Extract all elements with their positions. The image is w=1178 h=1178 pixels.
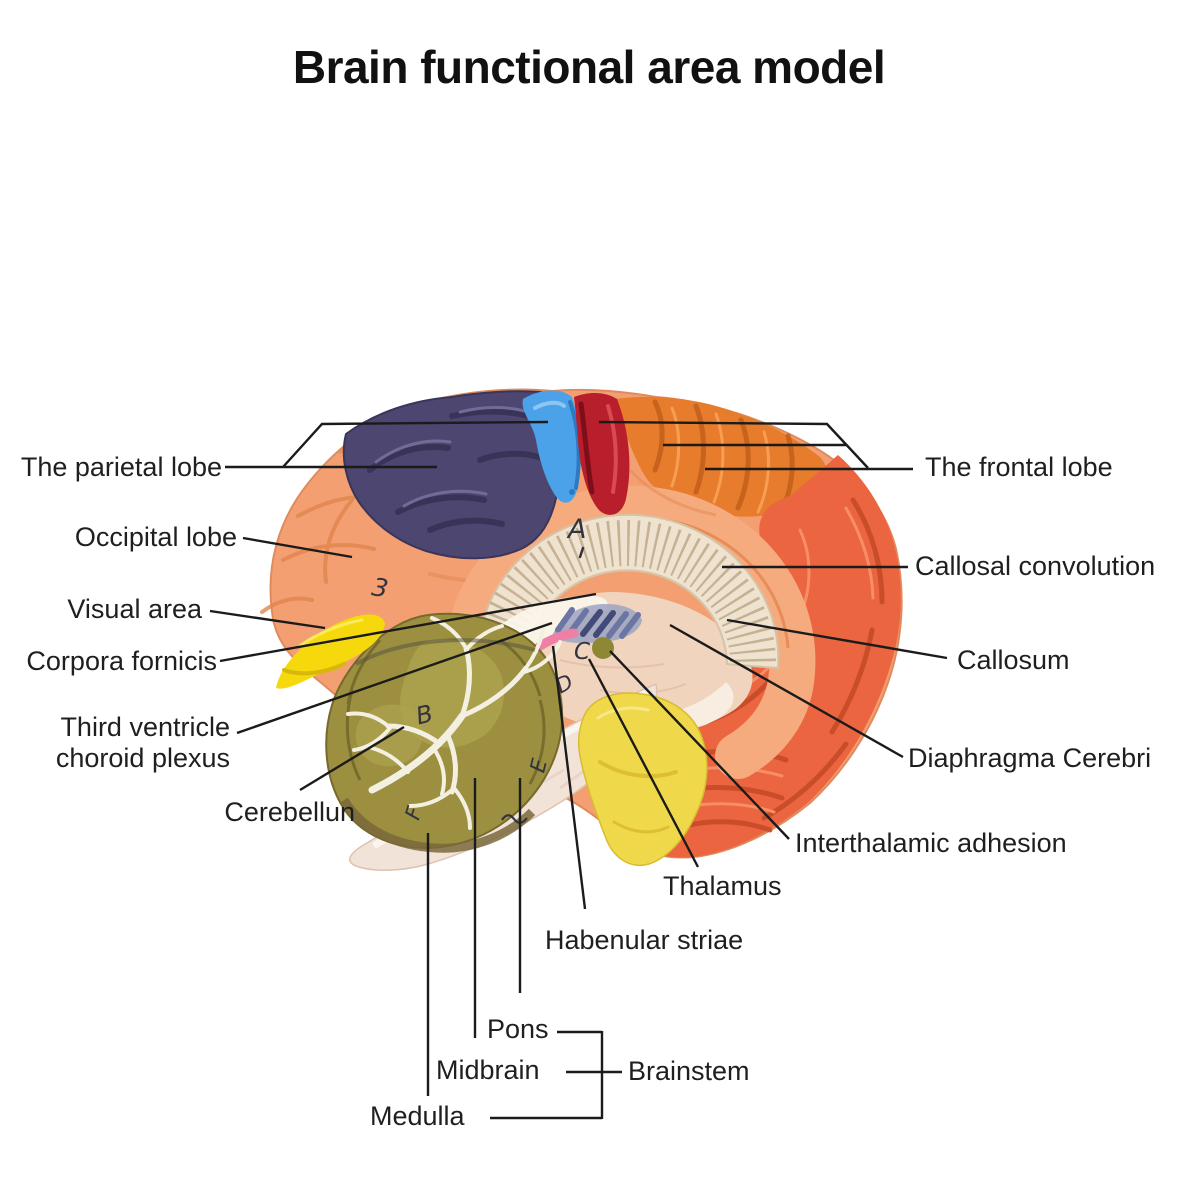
cerebellum-shadow	[340, 797, 536, 853]
blue-strip-tip	[569, 489, 575, 495]
label-third-ventricle-line2: choroid plexus	[55, 742, 230, 773]
frontal-bracket-line	[598, 420, 869, 469]
parietal-lobe-region	[342, 390, 561, 560]
label-third-ventricle: Third ventricle choroid plexus	[0, 712, 230, 774]
blue-strip-shade	[568, 400, 581, 490]
model-letter-a: A	[566, 514, 586, 545]
cerebellum-crevice	[355, 638, 536, 666]
model-letter-3: 3	[370, 572, 391, 603]
label-thalamus: Thalamus	[663, 871, 782, 901]
label-medulla: Medulla	[370, 1101, 465, 1131]
visual-area-line	[209, 609, 326, 630]
label-occipital-lobe: Occipital lobe	[74, 522, 237, 552]
visual-area-region	[276, 614, 385, 689]
model-squiggle-mark	[501, 814, 528, 824]
cerebellum-folia	[345, 638, 546, 785]
cerebellum-line	[299, 725, 405, 792]
arbor-vitae-tree	[346, 616, 562, 830]
blue-strip-highlight	[533, 400, 566, 410]
label-midbrain: Midbrain	[436, 1055, 540, 1085]
interthalamic-line	[609, 650, 790, 840]
label-cerebellum: Cerebellun	[224, 797, 355, 827]
label-parietal-lobe: The parietal lobe	[20, 452, 222, 482]
diagram-title: Brain functional area model	[292, 41, 886, 93]
label-callosum: Callosum	[957, 645, 1070, 675]
thalamus-line	[587, 658, 700, 868]
leader-lines	[209, 420, 948, 1120]
visual-area-highlight	[298, 618, 364, 648]
callosum-striations	[477, 520, 777, 665]
pons-shading	[596, 706, 678, 834]
label-brainstem: Brainstem	[628, 1056, 750, 1086]
frontal-orange-region	[615, 396, 828, 517]
label-pons: Pons	[487, 1014, 549, 1044]
brain-model-art: A 3 B C D E F	[260, 388, 903, 872]
label-interthalamic-adhesion: Interthalamic adhesion	[795, 828, 1067, 858]
parietal-sulci	[367, 408, 545, 533]
occipital-line	[242, 536, 353, 559]
label-callosal-convolution: Callosal convolution	[915, 551, 1156, 581]
label-diaphragma-cerebri: Diaphragma Cerebri	[908, 743, 1152, 773]
visual-area-shade	[282, 662, 346, 676]
model-tick-mark	[578, 546, 585, 559]
model-letter-c: C	[574, 639, 590, 665]
label-third-ventricle-line1: Third ventricle	[60, 712, 230, 742]
parietal-highlights	[374, 406, 530, 508]
habenular-line	[551, 645, 587, 910]
callosal-convolution-region	[445, 485, 816, 779]
parietal-bracket-line	[282, 420, 549, 468]
label-visual-area: Visual area	[67, 594, 202, 624]
central-sulcus-blue-region	[522, 390, 582, 503]
red-strip-highlight	[606, 404, 618, 494]
diaphragma-line	[669, 623, 904, 759]
label-frontal-lobe: The frontal lobe	[925, 452, 1113, 482]
label-habenular-striae: Habenular striae	[545, 925, 744, 955]
callosum-line	[726, 618, 948, 660]
corpora-fornicis-line	[219, 592, 597, 663]
model-letter-b: B	[413, 699, 436, 730]
red-strip-shade	[578, 401, 595, 495]
label-corpora-fornicis: Corpora fornicis	[26, 646, 217, 676]
interthalamic-adhesion-region	[592, 637, 614, 659]
third-ventricle-line	[236, 621, 553, 735]
